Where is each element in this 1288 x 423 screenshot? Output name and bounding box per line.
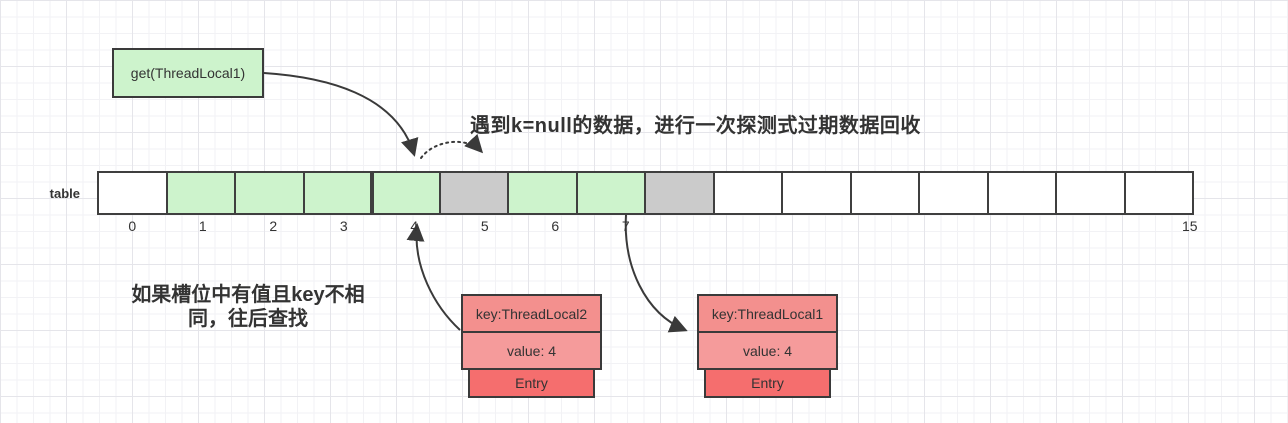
cell-index-label — [802, 218, 873, 234]
table-cell — [575, 171, 646, 215]
table-cell — [370, 171, 441, 215]
cell-index-label: 0 — [128, 218, 137, 234]
left-annotation: 如果槽位中有值且key不相 同，往后查找 — [100, 283, 396, 331]
table-cell — [644, 171, 715, 215]
table-cell — [97, 171, 168, 215]
cell-index-label — [661, 218, 732, 234]
entry-key-row: key:ThreadLocal2 — [461, 294, 602, 333]
cell-index-label: 4 — [410, 218, 419, 234]
table-cell — [234, 171, 305, 215]
entry-box-threadlocal1: key:ThreadLocal1 value: 4 Entry — [697, 294, 838, 398]
table-cell — [302, 171, 373, 215]
arrow-entry2-to-slot4 — [406, 223, 461, 331]
cell-index-label — [1084, 218, 1155, 234]
cell-index-label: 6 — [551, 218, 560, 234]
table-label: table — [49, 186, 80, 201]
table-cell — [507, 171, 578, 215]
entry-tag: Entry — [468, 368, 595, 398]
entry-value-row: value: 4 — [461, 331, 602, 370]
entry-tag-label: Entry — [751, 375, 784, 391]
cell-index-label — [873, 218, 944, 234]
table-cell — [165, 171, 236, 215]
table-cell — [1055, 171, 1126, 215]
entry-tag: Entry — [704, 368, 831, 398]
cell-index-label: 15 — [1181, 218, 1198, 234]
entry-value-row: value: 4 — [697, 331, 838, 370]
cell-index-label: 5 — [480, 218, 489, 234]
get-call-label: get(ThreadLocal1) — [130, 65, 246, 81]
entry-value-label: value: 4 — [742, 342, 793, 359]
table-cell — [918, 171, 989, 215]
table-cell — [712, 171, 783, 215]
entry-value-label: value: 4 — [506, 342, 557, 359]
hash-table-labels: 0 1 2 3 4 5 6 7 15 — [97, 218, 1225, 234]
probe-arc-slot4-to-slot5 — [420, 133, 484, 159]
entry-key-row: key:ThreadLocal1 — [697, 294, 838, 333]
cell-index-label — [732, 218, 803, 234]
entry-tag-label: Entry — [515, 375, 548, 391]
cell-index-label — [943, 218, 1014, 234]
entry-box-threadlocal2: key:ThreadLocal2 value: 4 Entry — [461, 294, 602, 398]
cell-index-label — [1014, 218, 1085, 234]
cell-index-label: 3 — [339, 218, 348, 234]
left-annotation-line1: 如果槽位中有值且key不相 — [131, 284, 365, 306]
get-call-box: get(ThreadLocal1) — [112, 48, 264, 98]
table-cell — [986, 171, 1057, 215]
table-cell — [438, 171, 509, 215]
left-annotation-line2: 同，往后查找 — [188, 308, 308, 330]
entry-key-label: key:ThreadLocal2 — [475, 305, 588, 322]
cell-index-label: 2 — [269, 218, 278, 234]
table-cell — [1123, 171, 1194, 215]
table-cell — [781, 171, 852, 215]
table-cell — [849, 171, 920, 215]
top-annotation: 遇到k=null的数据，进行一次探测式过期数据回收 — [470, 115, 921, 137]
cell-index-label: 1 — [198, 218, 207, 234]
entry-key-label: key:ThreadLocal1 — [711, 305, 824, 322]
arrow-get-to-slot4 — [263, 72, 419, 157]
cell-index-label: 7 — [621, 218, 630, 234]
hash-table-cells — [97, 171, 1194, 215]
